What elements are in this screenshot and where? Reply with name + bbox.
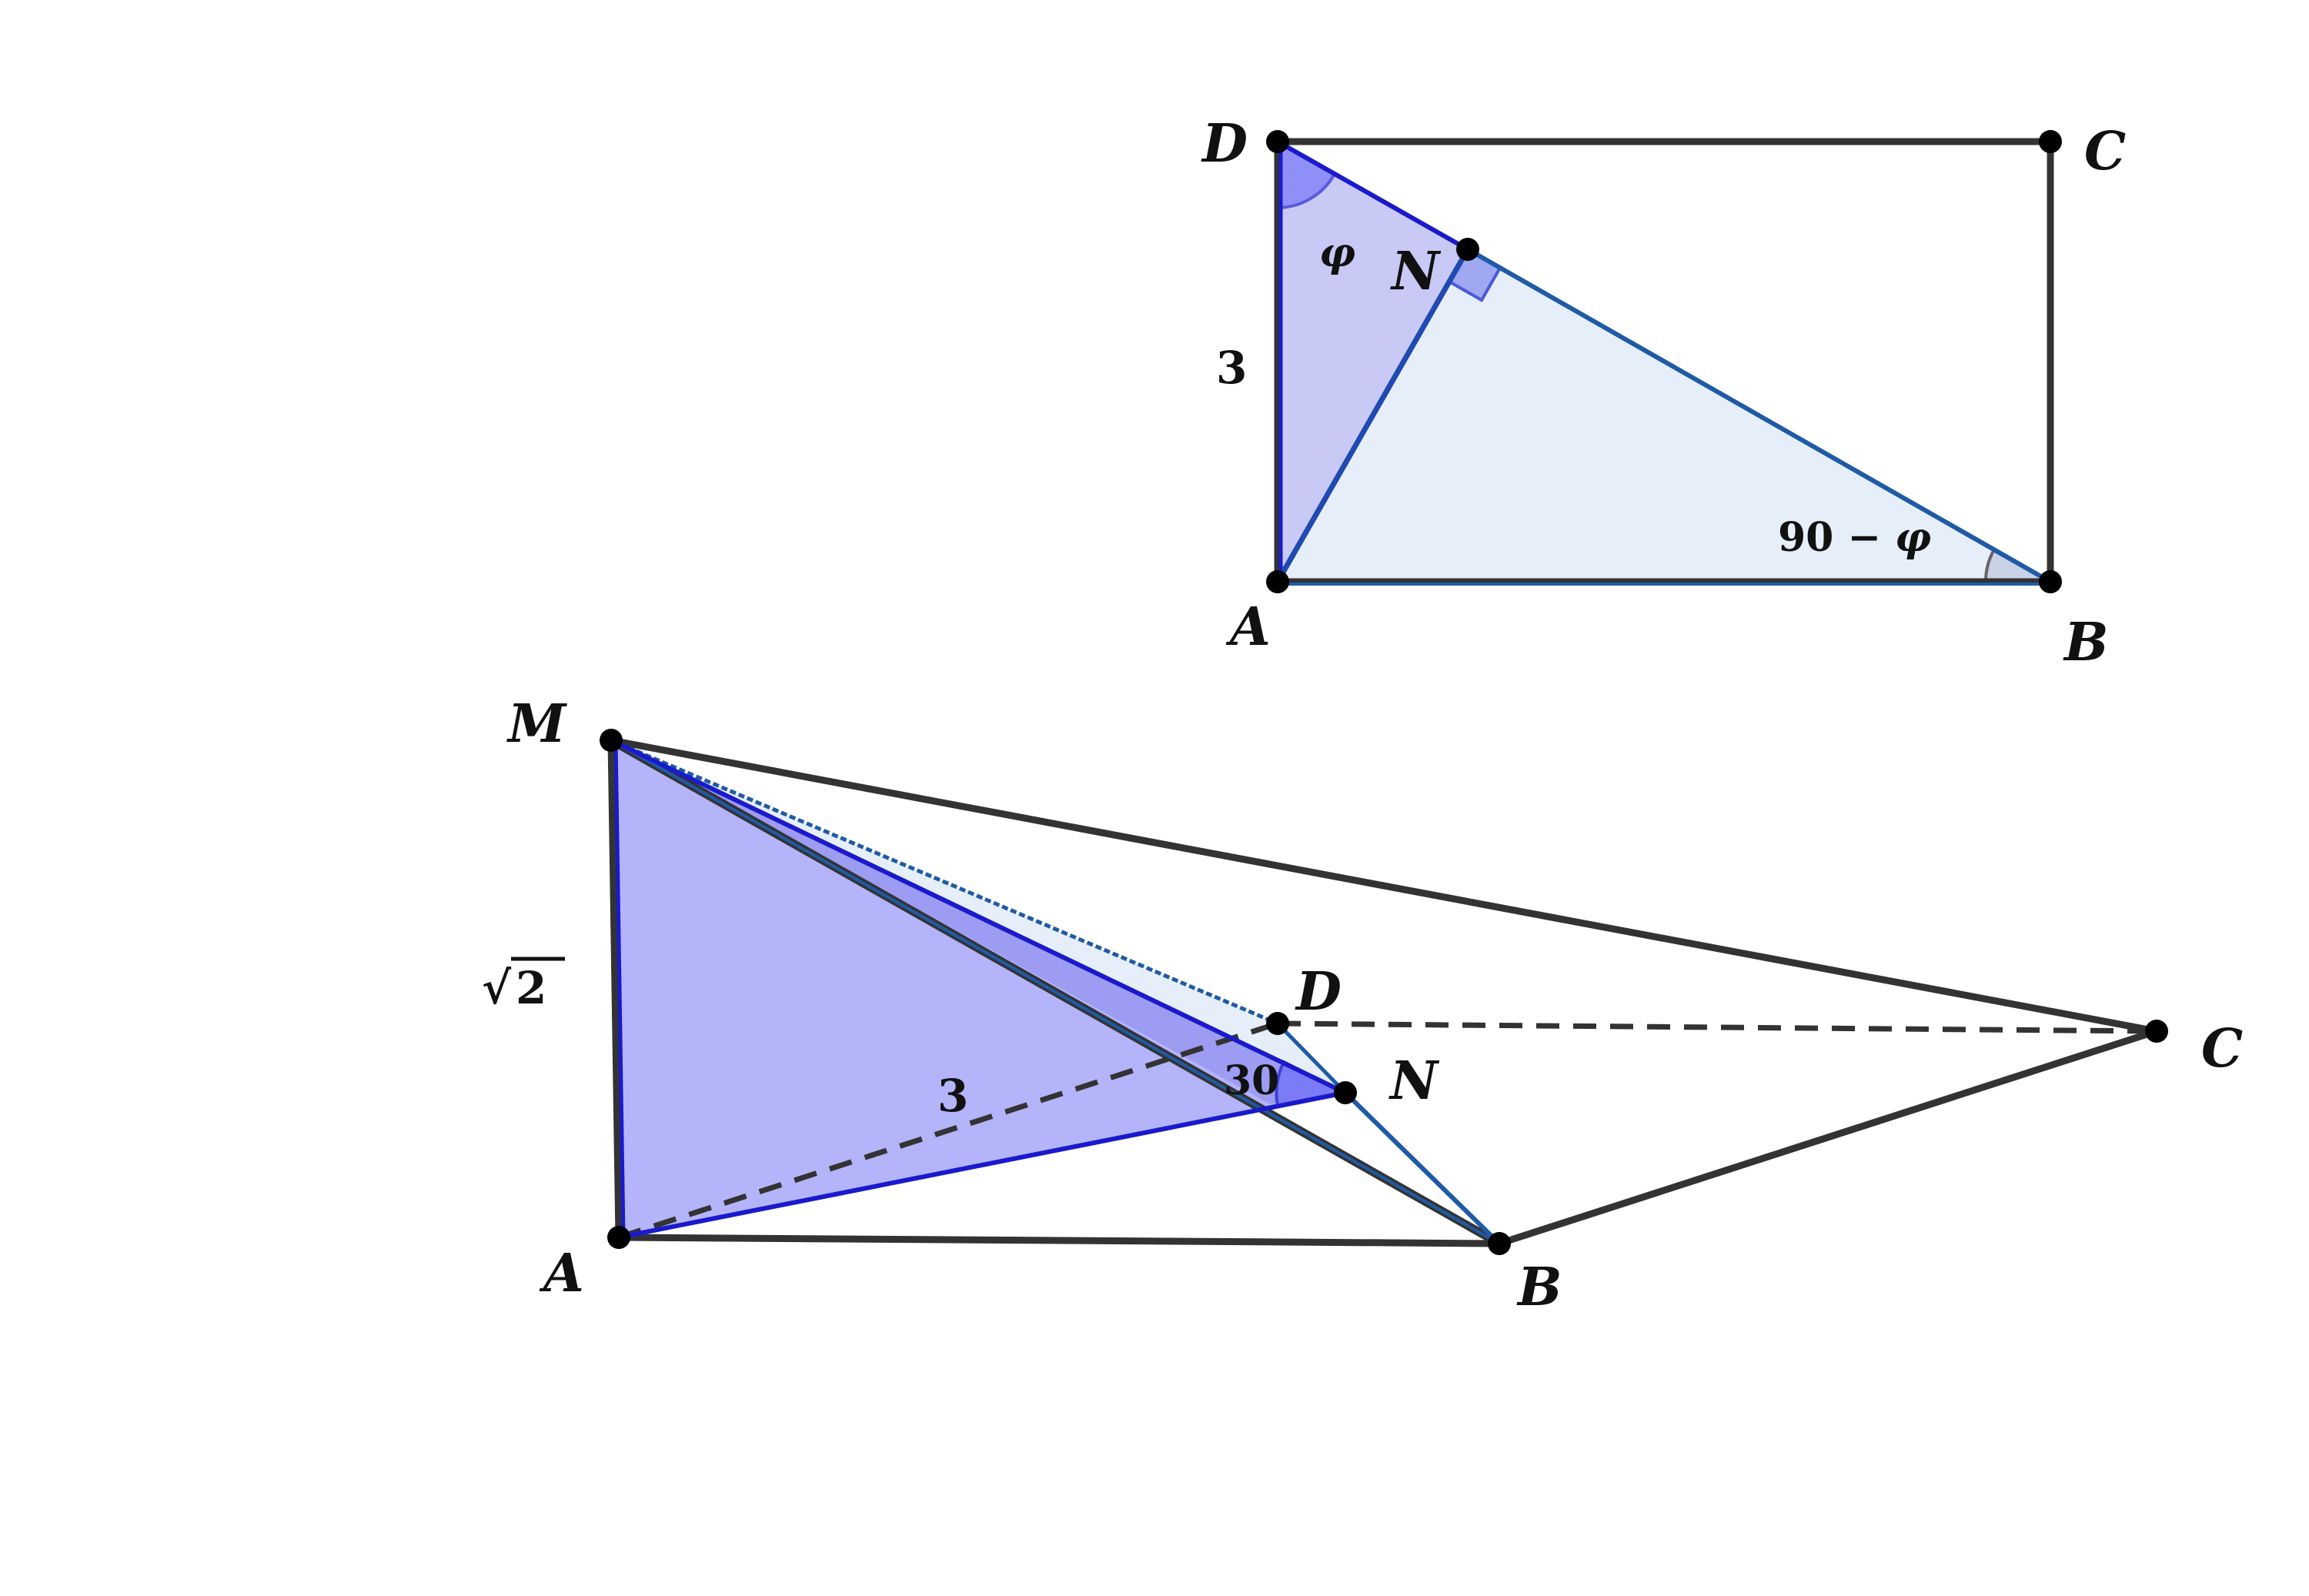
top-figure: D C A B N 3 φ 90 − φ bbox=[1201, 113, 2126, 673]
top-point-n bbox=[1456, 238, 1479, 261]
bottom-triangle-man bbox=[611, 740, 1345, 1237]
top-triangle-abn bbox=[1278, 249, 2050, 582]
top-label-angle-d: φ bbox=[1319, 229, 1355, 276]
bottom-label-side-ma-root: √ bbox=[482, 962, 512, 1014]
bottom-label-side-ma: √ 2 bbox=[482, 957, 565, 1014]
bottom-segment-md bbox=[610, 738, 1278, 1026]
top-point-a bbox=[1266, 570, 1289, 593]
bottom-point-n bbox=[1334, 1081, 1357, 1104]
bottom-label-d: D bbox=[1295, 961, 1342, 1023]
bottom-edge-mc bbox=[610, 736, 2157, 1035]
top-label-a: A bbox=[1225, 596, 1271, 658]
bottom-label-b: B bbox=[1516, 1257, 1562, 1318]
bottom-figure: M A B C D N √ 2 3 30 bbox=[482, 693, 2243, 1318]
top-segment-dn bbox=[1276, 139, 1469, 252]
top-triangle-adn bbox=[1278, 142, 1468, 582]
bottom-point-a bbox=[607, 1226, 630, 1249]
top-label-d: D bbox=[1201, 113, 1248, 175]
bottom-point-d bbox=[1266, 1012, 1289, 1035]
top-label-angle-b-phi: φ bbox=[1895, 514, 1931, 561]
bottom-face-mnb bbox=[611, 740, 1345, 1108]
bottom-label-m: M bbox=[506, 693, 567, 755]
bottom-segment-dn bbox=[1276, 1022, 1347, 1094]
bottom-segment-an bbox=[618, 1090, 1346, 1240]
top-point-d bbox=[1266, 130, 1289, 153]
top-label-n: N bbox=[1390, 241, 1442, 302]
bottom-edge-ab bbox=[618, 1234, 1500, 1247]
bottom-point-b bbox=[1488, 1232, 1511, 1255]
bottom-point-m bbox=[600, 729, 623, 752]
bottom-label-a: A bbox=[539, 1243, 584, 1304]
bottom-point-c bbox=[2145, 1020, 2168, 1043]
bottom-label-side-ma-num: 2 bbox=[516, 962, 546, 1014]
bottom-label-c: C bbox=[2201, 1018, 2243, 1080]
bottom-segment-nb bbox=[1343, 1090, 1502, 1246]
top-label-b: B bbox=[2063, 612, 2108, 673]
bottom-edge-dc-hidden bbox=[1277, 1020, 2157, 1034]
top-segment-nb bbox=[1466, 247, 2052, 584]
top-point-b bbox=[2039, 570, 2062, 593]
bottom-edge-cb bbox=[1498, 1027, 2158, 1247]
bottom-edge-ma bbox=[607, 740, 623, 1238]
top-point-c bbox=[2039, 130, 2062, 153]
bottom-label-n: N bbox=[1388, 1050, 1440, 1112]
top-label-angle-b-num: 90 − bbox=[1778, 514, 1881, 561]
top-label-side-ad: 3 bbox=[1216, 342, 1247, 394]
top-segment-an bbox=[1275, 248, 1471, 583]
bottom-edge-ma-blue bbox=[613, 740, 626, 1238]
bottom-label-angle-n: 30 bbox=[1224, 1057, 1279, 1104]
bottom-edge-ad-hidden bbox=[617, 1020, 1279, 1240]
bottom-label-side-an: 3 bbox=[937, 1070, 968, 1122]
bottom-segment-mn bbox=[610, 738, 1347, 1095]
bottom-edge-mb-blue bbox=[610, 739, 1500, 1245]
top-label-c: C bbox=[2084, 121, 2126, 182]
